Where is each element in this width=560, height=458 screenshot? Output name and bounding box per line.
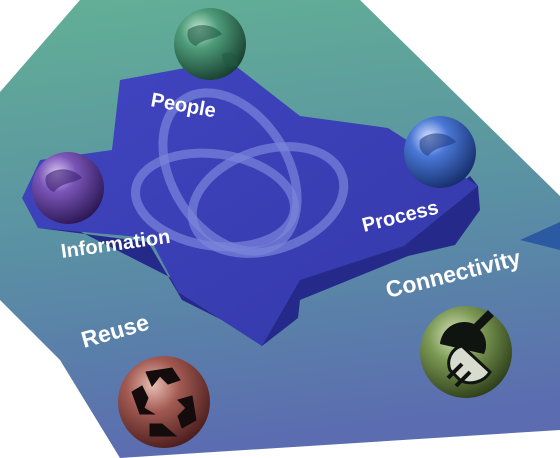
plug-icon — [440, 310, 494, 388]
people-sphere — [174, 8, 246, 80]
connectivity-sphere — [420, 306, 512, 398]
hub-rings — [131, 88, 349, 258]
globe-icon — [32, 152, 104, 224]
ring-process — [187, 142, 349, 258]
information-sphere — [32, 152, 104, 224]
recycle-icon — [131, 367, 197, 437]
background-edge — [520, 222, 560, 250]
hub-platform — [22, 60, 478, 346]
reuse-sphere — [118, 356, 210, 448]
ring-people — [158, 88, 302, 256]
globe-icon — [404, 116, 476, 188]
globe-icon — [174, 8, 246, 80]
platform-side — [28, 176, 480, 346]
process-sphere — [404, 116, 476, 188]
